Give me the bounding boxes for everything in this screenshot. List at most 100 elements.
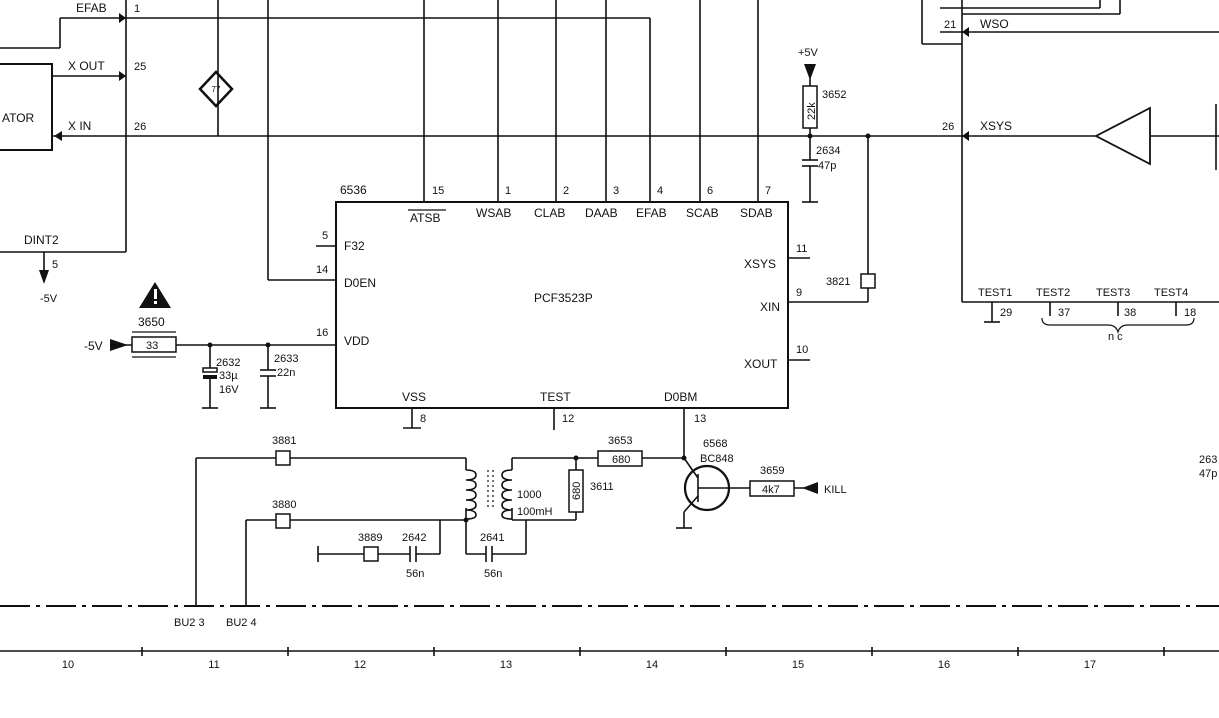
dint2-label: DINT2 — [24, 233, 59, 247]
pin-10-num: 10 — [796, 344, 808, 356]
pin-12-name: TEST — [540, 390, 571, 404]
dint2-pin: 5 — [52, 259, 58, 271]
reference-marker: 77 — [198, 70, 234, 108]
test4-pin: 18 — [1184, 307, 1196, 319]
top-nets — [126, 0, 759, 281]
c2632-volt: 16V — [219, 384, 239, 396]
r3653-ref: 3653 — [608, 435, 632, 447]
edge-label-2: 47p — [1199, 468, 1217, 480]
r3881-ref: 3881 — [272, 435, 296, 447]
pin-12-num: 12 — [562, 413, 574, 425]
edge-label-1: 263 — [1199, 454, 1217, 466]
ruler-label: 14 — [646, 659, 658, 671]
pin-1-name: WSAB — [476, 206, 511, 220]
oscillator-block — [0, 63, 53, 151]
xin-pin: 26 — [134, 121, 146, 133]
nc-label: n c — [1108, 331, 1123, 343]
test2-label: TEST2 — [1036, 287, 1070, 299]
kill-label: KILL — [824, 484, 847, 496]
plus5v-label: +5V — [798, 47, 819, 59]
wso-label: WSO — [980, 17, 1009, 31]
coil-ref: 1000 — [517, 489, 541, 501]
r3659-value: 4k7 — [762, 484, 780, 496]
c2641-value: 56n — [484, 568, 502, 580]
r3880-ref: 3880 — [272, 499, 296, 511]
pin-15-name: ATSB — [410, 211, 440, 225]
pin-13-num: 13 — [694, 413, 706, 425]
c2634-value: 47p — [818, 160, 836, 172]
resistor-3880 — [275, 513, 291, 529]
efab-pin: 1 — [134, 3, 140, 15]
test3-label: TEST3 — [1096, 287, 1130, 299]
r3652-ref: 3652 — [822, 89, 846, 101]
pin-6-name: SCAB — [686, 206, 719, 220]
c2641-ref: 2641 — [480, 532, 504, 544]
pin-8-name: VSS — [402, 390, 426, 404]
marker-label: 77 — [212, 85, 221, 94]
xsys-pin: 26 — [942, 121, 954, 133]
ruler-label: 13 — [500, 659, 512, 671]
c2634-ref: 2634 — [816, 145, 840, 157]
bottom-circuit: 3881 3880 1000 100mH 680 3611 — [174, 435, 847, 629]
pin-2-name: CLAB — [534, 206, 565, 220]
c2632-ref: 2632 — [216, 357, 240, 369]
pin-14-num: 14 — [316, 264, 328, 276]
xout-pin: 25 — [134, 61, 146, 73]
test1-label: TEST1 — [978, 287, 1012, 299]
ic-pcf3523p: 6536 PCF3523P 15 ATSB 1 WSAB 2 CLAB 3 DA… — [316, 183, 868, 460]
c2633-value: 22n — [277, 367, 295, 379]
test4-label: TEST4 — [1154, 287, 1188, 299]
pin-5-num: 5 — [322, 230, 328, 242]
pin-3-name: DAAB — [585, 206, 618, 220]
test3-pin: 38 — [1124, 307, 1136, 319]
q-ref: 6568 — [703, 438, 727, 450]
dint2-supply: -5V — [40, 293, 58, 305]
r3611-ref: 3611 — [590, 481, 614, 493]
pin-4-num: 4 — [657, 185, 663, 197]
supply-left-label: -5V — [84, 339, 103, 353]
c2642-ref: 2642 — [402, 532, 426, 544]
test1-pin: 29 — [1000, 307, 1012, 319]
pin-11-name: XSYS — [744, 257, 776, 271]
pin-6-num: 6 — [707, 185, 713, 197]
xin-label: X IN — [68, 119, 91, 133]
test2-pin: 37 — [1058, 307, 1070, 319]
ruler-label: 11 — [208, 659, 219, 671]
r3652-value: 22k — [806, 102, 818, 120]
pin-1-num: 1 — [505, 185, 511, 197]
r3650-value: 33 — [146, 340, 158, 352]
ruler-label: 17 — [1084, 659, 1096, 671]
pin-15-num: 15 — [432, 185, 444, 197]
ruler-label: 12 — [354, 659, 366, 671]
pin-11-num: 11 — [796, 243, 807, 255]
pin-8-num: 8 — [420, 413, 426, 425]
bu2-4-label: BU2 4 — [226, 617, 257, 629]
efab-label: EFAB — [76, 1, 107, 15]
transformer-secondary — [501, 469, 513, 520]
xsys-label: XSYS — [980, 119, 1012, 133]
pin-13-name: D0BM — [664, 390, 697, 404]
c2642-value: 56n — [406, 568, 424, 580]
ruler-label: 16 — [938, 659, 950, 671]
resistor-3881 — [275, 450, 291, 466]
r3653-value: 680 — [612, 454, 630, 466]
r3650-ref: 3650 — [138, 315, 165, 329]
pin-4-name: EFAB — [636, 206, 667, 220]
pin-9-name: XIN — [760, 300, 780, 314]
supply-left: -5V 33 3650 2632 33µ 16V 2633 22n — [84, 282, 336, 409]
pin-16-num: 16 — [316, 327, 328, 339]
r3821-ref: 3821 — [826, 276, 850, 288]
ic-ref: 6536 — [340, 183, 367, 197]
buffer-amplifier — [1094, 106, 1151, 166]
pin-9-num: 9 — [796, 287, 802, 299]
right-block: 21 WSO 26 XSYS TEST1 TEST2 TEST3 TEST4 2… — [921, 0, 1219, 480]
ruler-label: 10 — [62, 659, 74, 671]
pin-16-name: VDD — [344, 334, 370, 348]
xsys-network: +5V 22k 3652 2634 47p 3821 — [798, 47, 876, 302]
pin-14-name: D0EN — [344, 276, 376, 290]
r3659-ref: 3659 — [760, 465, 784, 477]
ic-part: PCF3523P — [534, 291, 593, 305]
pin-2-num: 2 — [563, 185, 569, 197]
pin-10-name: XOUT — [744, 357, 778, 371]
